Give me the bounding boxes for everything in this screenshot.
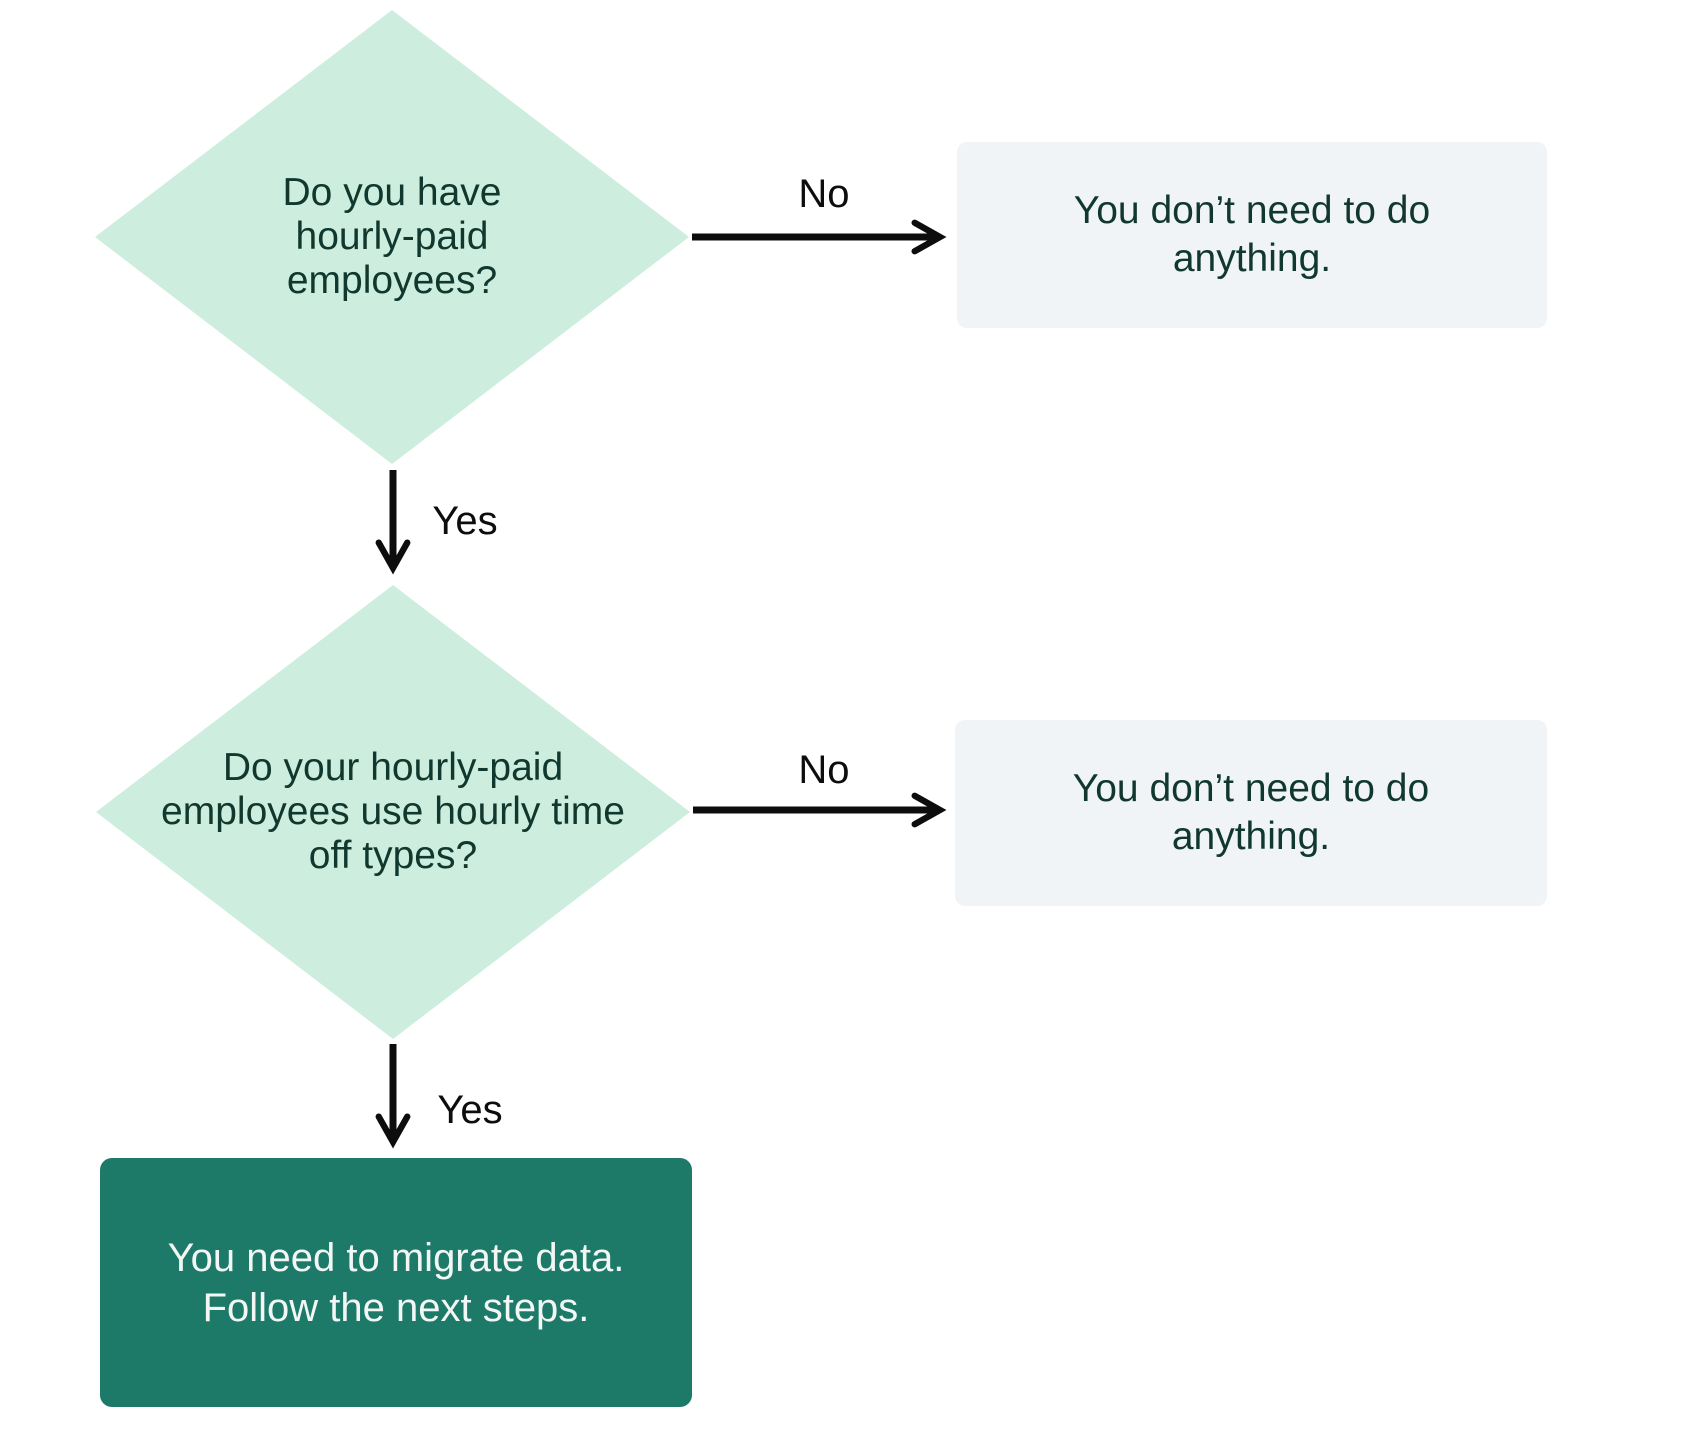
outcome-node-no-action-2: You don’t need to do anything. xyxy=(955,720,1547,906)
outcome-text: You don’t need to do anything. xyxy=(1073,189,1431,280)
decision-question: Do you have hourly-paid employees? xyxy=(282,171,502,302)
outcome-node-migrate-data: You need to migrate data. Follow the nex… xyxy=(100,1158,692,1407)
decision-question: Do your hourly-paid employees use hourly… xyxy=(161,746,625,877)
outcome-text: You don’t need to do anything. xyxy=(1072,767,1430,858)
outcome-node-no-action-1: You don’t need to do anything. xyxy=(957,142,1547,328)
edge-label-no-1: No xyxy=(798,172,850,216)
edge-label-yes-1: Yes xyxy=(432,499,498,543)
edge-label-yes-2: Yes xyxy=(437,1088,503,1132)
outcome-text: You need to migrate data. Follow the nex… xyxy=(167,1235,625,1330)
edge-label-no-2: No xyxy=(798,748,850,792)
